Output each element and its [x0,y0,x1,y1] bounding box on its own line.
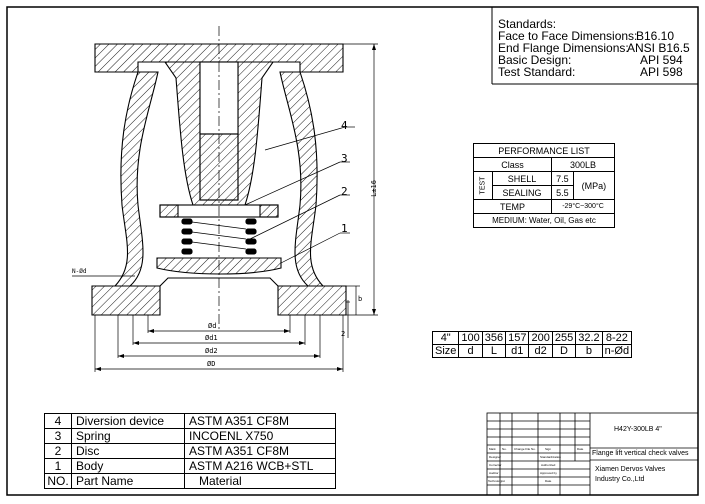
company-line-2: Industry Co.,Ltd [595,476,645,483]
sealing-value: 5.5 [551,185,574,200]
size-label-d2: d2 [528,344,553,358]
standard-label-4: Test Standard: [498,65,576,79]
dim-d2: Ød2 [205,347,218,355]
spring [181,218,257,255]
tb-label-change: Change File No. [514,447,536,451]
tb-label-date: Date [577,447,584,451]
dimension-arrows [95,44,376,371]
dim-2: 2 [341,330,346,338]
callout-2: 2 [341,185,348,198]
medium-row: MEDIUM: Water, Oil, Gas etc [473,213,615,228]
temp-value: -29°C~300°C [551,199,615,214]
shell-value: 7.5 [551,171,574,186]
table-row: 3 Spring INCOENL X750 [44,428,336,444]
performance-title: PERFORMANCE LIST [473,143,615,158]
callout-4: 4 [341,119,348,132]
size-value-d: 100 [458,331,483,345]
class-label: Class [472,157,553,172]
dim-L: L±16 [369,180,378,197]
size-label-d1: d1 [505,344,530,358]
table-row: 2 Disc ASTM A351 CF8M [44,443,336,459]
class-value: 300LB [551,157,615,172]
size-label: Size [431,344,460,358]
dim-d: Ød [208,322,217,330]
standard-label-3: Basic Design: [498,53,572,67]
standard-value-2: ANSI B16.5 [627,41,690,55]
shell-label: SHELL [491,171,553,186]
parts-table: 4 Diversion device ASTM A351 CF8M 3 Spri… [44,413,336,489]
tb-label-mark: Mark [489,447,496,451]
tb-label-sign: Sign [545,447,552,451]
table-row: 1 Body ASTM A216 WCB+STL [44,458,336,474]
standards-heading: Standards: [498,17,557,31]
callout-3: 3 [341,152,348,165]
tb-label-standardization: Standardization [540,455,561,459]
parts-header-row: NO. Part Name Material [44,473,336,489]
tb-label-approved: Approved by [540,471,557,475]
sheet-border [6,6,699,496]
size-value-n-d: 8-22 [601,331,633,345]
model-number: H42Y-300LB 4" [614,426,662,433]
tb-label-auditor: Auditor [489,471,499,475]
dim-bolt-holes: N-Ød [72,268,87,275]
tb-label-authorized: Authorized [541,463,556,467]
tb-label-corrector: Corrector [489,463,502,467]
size-value-D: 255 [551,331,577,345]
dim-b: b [358,295,363,303]
size-label-L: L [481,344,507,358]
dim-D: ØD [207,360,216,368]
company-line-1: Xiamen Dervos Valves [595,466,666,473]
temp-label: TEMP [472,199,553,214]
test-label: TEST [473,171,493,200]
tb-label-date-2: Date [545,479,552,483]
standard-label-1: Face to Face Dimensions: [498,29,638,43]
valve-cross-section [91,26,347,330]
standard-value-4: API 598 [640,65,683,79]
size-value-b: 32.2 [575,331,603,345]
size-value-L: 356 [481,331,507,345]
title-block-grid [486,412,699,496]
standard-label-2: End Flange Dimensions: [498,41,629,55]
standard-value-3: API 594 [640,53,683,67]
size-value-nominal: 4" [431,331,460,345]
callout-1: 1 [341,222,348,235]
size-label-b: b [575,344,603,358]
pressure-unit: (MPa) [572,171,616,200]
tb-label-designer: Designer [489,455,502,459]
size-table: 4" 100 356 157 200 255 32.2 8-22 Size d … [431,331,633,358]
tb-label-technologist: Technologist [488,479,505,483]
sealing-label: SEALING [491,185,553,200]
table-row: 4 Diversion device ASTM A351 CF8M [44,413,336,429]
standard-value-1: B16.10 [636,29,675,43]
size-label-D: D [551,344,577,358]
size-value-d2: 200 [528,331,553,345]
tb-label-no: No. [502,447,507,451]
size-value-d1: 157 [505,331,530,345]
dimension-lines [72,43,378,372]
size-label-d: d [458,344,483,358]
product-description: Flange lift vertical check valves [592,450,689,457]
size-label-n-d: n-Ød [601,344,633,358]
dim-d1: Ød1 [205,334,218,342]
